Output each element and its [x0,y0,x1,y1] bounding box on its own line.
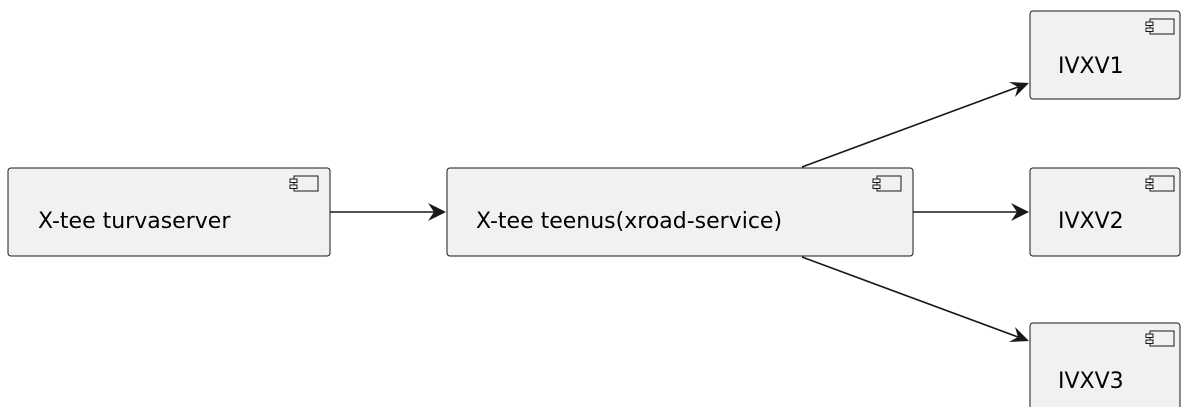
component-icon [1145,175,1175,192]
component-icon [289,175,319,192]
node-ivxv1: IVXV1 [1029,10,1181,100]
component-icon [1145,330,1175,347]
node-teenus: X-tee teenus(xroad-service) [446,167,914,257]
edge-turvaserver-teenus [330,203,446,221]
node-label: X-tee teenus(xroad-service) [476,209,782,234]
edge-teenus-ivxv3 [801,256,1029,342]
node-turvaserver: X-tee turvaserver [7,167,331,257]
edge-teenus-ivxv2 [913,203,1029,221]
node-label: IVXV2 [1058,209,1124,234]
node-ivxv2: IVXV2 [1029,167,1181,257]
component-icon [1145,18,1175,35]
node-ivxv3: IVXV3 [1029,322,1181,407]
node-label: IVXV3 [1058,369,1124,394]
node-label: X-tee turvaserver [38,209,231,234]
node-label: IVXV1 [1058,54,1124,79]
component-icon [872,175,902,192]
edge-teenus-ivxv1 [801,82,1029,168]
